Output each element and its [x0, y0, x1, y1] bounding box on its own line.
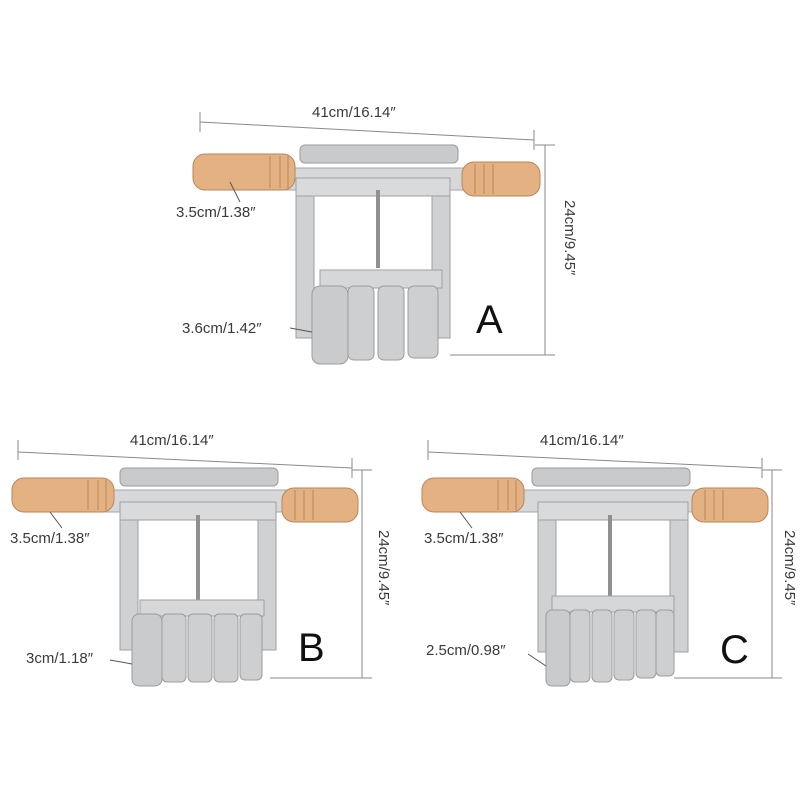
handle-diameter-label-a: 3.5cm/1.38″	[176, 204, 256, 221]
roller-diameter-label-a: 3.6cm/1.42″	[182, 320, 262, 337]
height-label-b: 24cm/9.45″	[375, 530, 392, 606]
handle-diameter-label-c: 3.5cm/1.38″	[424, 530, 504, 547]
product-panel-c: 41cm/16.14″ 3.5cm/1.38″ 2.5cm/0.98″ 24cm…	[400, 420, 800, 800]
variant-letter-a: A	[476, 298, 503, 342]
height-label-a: 24cm/9.45″	[561, 200, 578, 276]
product-panel-b: 41cm/16.14″ 3.5cm/1.38″ 3cm/1.18″ 24cm/9…	[0, 420, 400, 800]
width-label-c: 41cm/16.14″	[540, 432, 624, 449]
height-label-c: 24cm/9.45″	[781, 530, 798, 606]
product-panel-a: 41cm/16.14″ 3.5cm/1.38″ 3.6cm/1.42″ 24cm…	[0, 0, 800, 380]
tool-illustration-c	[421, 440, 782, 687]
roller-diameter-label-b: 3cm/1.18″	[26, 650, 94, 667]
variant-letter-b: B	[298, 626, 325, 670]
tool-illustration-b	[11, 440, 372, 687]
variant-letter-c: C	[720, 628, 749, 672]
handle-diameter-label-b: 3.5cm/1.38″	[10, 530, 90, 547]
width-label-a: 41cm/16.14″	[312, 104, 396, 121]
width-label-b: 41cm/16.14″	[130, 432, 214, 449]
tool-illustration-a	[192, 112, 555, 365]
roller-diameter-label-c: 2.5cm/0.98″	[426, 642, 506, 659]
